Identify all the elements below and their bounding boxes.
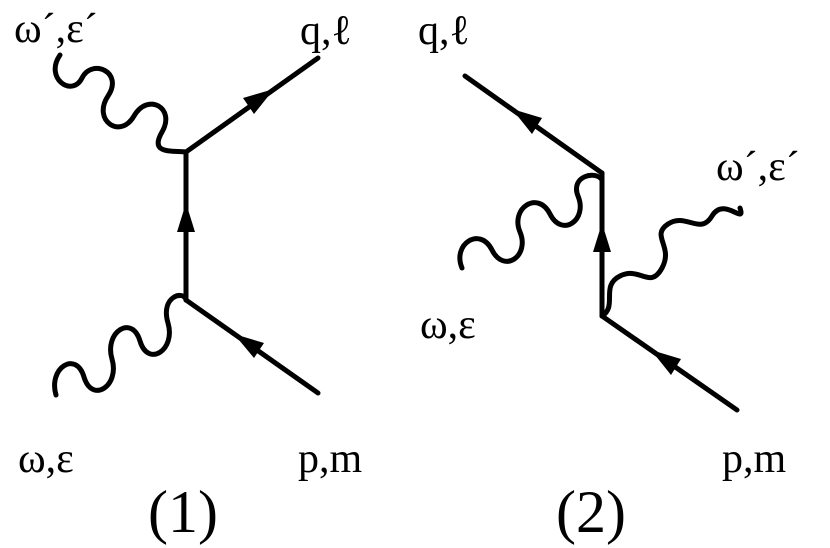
diagram-2-internal-propagator-arrow (593, 223, 611, 252)
diagram-1-outgoing-photon-label: ω´,ε´ (14, 6, 98, 52)
diagram-2-outgoing-photon (599, 205, 744, 319)
diagram-2-outgoing-fermion-label: q,ℓ (418, 8, 470, 54)
diagram-1-outgoing-photon (52, 52, 189, 155)
diagram-1 (52, 52, 321, 398)
diagram-1-incoming-photon (52, 293, 189, 398)
diagram-1-incoming-photon-label: ω,ε (18, 436, 74, 482)
diagram-2-incoming-fermion-label: p,m (722, 436, 787, 482)
diagram-1-internal-propagator-arrow (177, 203, 195, 232)
diagram-1-caption: (1) (148, 479, 218, 545)
diagram-2 (457, 73, 744, 413)
diagram-1-incoming-fermion-arrow (234, 334, 264, 358)
diagram-2-incoming-photon-label: ω,ε (420, 302, 476, 348)
diagram-2-outgoing-photon-label: ω´,ε´ (716, 144, 800, 190)
diagram-2-outgoing-fermion-arrow (512, 109, 542, 134)
diagram-1-outgoing-fermion-label: q,ℓ (300, 8, 352, 54)
diagram-2-incoming-fermion-arrow (651, 350, 681, 375)
diagram-1-incoming-fermion-label: p,m (298, 436, 363, 482)
diagram-1-outgoing-fermion-arrow (243, 89, 274, 114)
diagram-2-caption: (2) (556, 479, 626, 545)
diagram-2-incoming-photon (457, 172, 605, 271)
